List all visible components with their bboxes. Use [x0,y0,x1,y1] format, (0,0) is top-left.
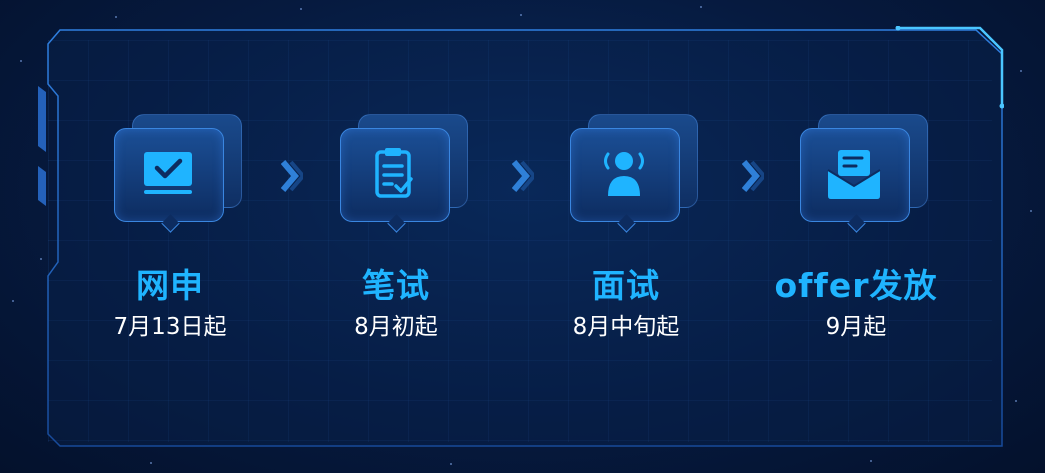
panel-frame [38,26,1004,447]
step-icon-card [800,114,928,233]
step-title: 网申 [136,266,204,305]
timeline-panel [36,26,1004,454]
chevron-right-icon [281,160,303,192]
step-icon-card [114,114,242,233]
clipboard-check-icon [375,148,413,198]
chevron-right-icon [742,160,764,192]
step-title: 笔试 [362,266,430,305]
step-date: 8月中旬起 [572,314,680,340]
step-online-application: 网申 7月13日起 [60,114,280,342]
step-written-test: 笔试 8月初起 [286,114,506,342]
step-icon-card [570,114,698,233]
step-interview: 面试 8月中旬起 [516,114,736,342]
step-icon-card [340,114,468,233]
monitor-check-icon [144,152,192,194]
step-offer: offer发放 9月起 [746,114,966,342]
chevron-right-icon [512,160,534,192]
step-title: 面试 [592,266,660,305]
step-date: 7月13日起 [113,314,227,340]
step-date: 9月起 [825,314,887,340]
person-interview-icon [604,152,644,196]
step-title: offer发放 [774,266,938,305]
step-date: 8月初起 [354,314,438,340]
envelope-letter-icon [827,150,881,199]
